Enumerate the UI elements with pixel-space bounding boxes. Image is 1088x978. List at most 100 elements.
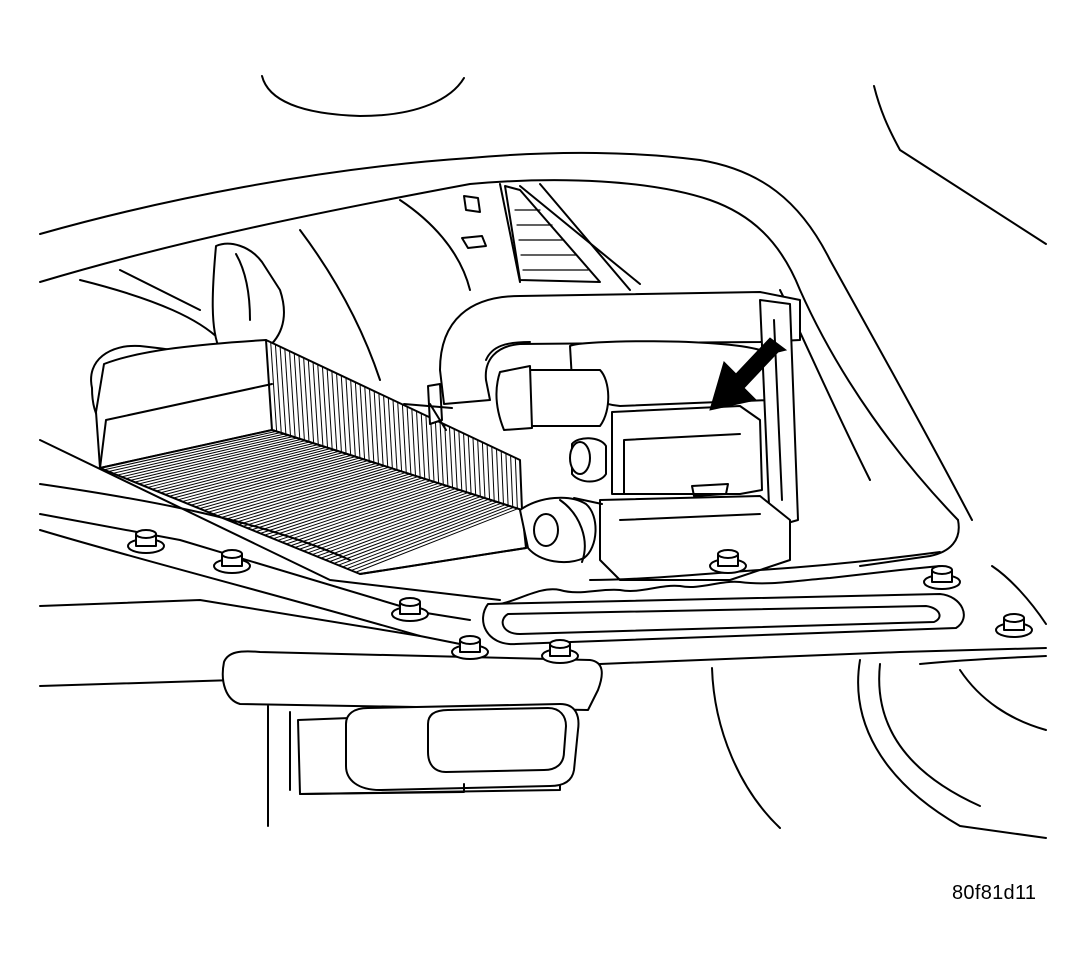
heater-core-fin xyxy=(478,440,481,497)
heater-core-fin xyxy=(271,342,277,431)
heater-core-fin xyxy=(384,396,388,467)
pipe-connector-end xyxy=(570,442,590,474)
arrow-pointer-icon xyxy=(710,338,786,410)
heater-core-fin xyxy=(286,487,451,544)
heater-pipe-lower xyxy=(523,370,609,426)
upper-cutout-outline xyxy=(262,76,464,116)
heater-core-fin xyxy=(431,418,434,482)
heater-core-fin xyxy=(332,371,337,451)
upper-housing-tab xyxy=(462,236,486,248)
lower-duct-top xyxy=(223,651,602,710)
floor-line-right-2 xyxy=(920,656,1046,664)
heater-core-fin xyxy=(130,439,301,480)
heater-core-fins-top xyxy=(271,342,518,508)
heater-core-fin xyxy=(169,451,338,496)
heater-core-fin xyxy=(200,461,368,509)
heater-core-fin xyxy=(459,431,462,491)
lower-plate-rib xyxy=(620,514,760,520)
heater-core-fin xyxy=(343,505,506,567)
right-body-contour xyxy=(874,86,1046,244)
heater-core-fin xyxy=(393,400,397,470)
heater-core-bottom-edge xyxy=(360,548,526,574)
housing-vent-detail xyxy=(505,186,600,282)
heater-core-fin xyxy=(482,442,485,498)
heater-core-fin xyxy=(117,435,288,475)
heater-core-fin xyxy=(308,494,472,553)
heater-core-fin xyxy=(195,459,363,507)
heater-core-fin xyxy=(275,344,281,433)
lower-housing-rim xyxy=(500,566,940,604)
heater-core-fin xyxy=(511,456,513,507)
heater-core-fin xyxy=(256,478,422,532)
floor-pan-edge-3 xyxy=(40,514,470,620)
heater-core-fin xyxy=(290,351,296,437)
heater-core-fin xyxy=(347,506,510,569)
housing-inner-line-3 xyxy=(520,186,640,284)
heater-core-fin xyxy=(379,393,383,465)
core-retainer-wire xyxy=(404,404,452,430)
heater-core-fin xyxy=(260,479,426,533)
heater-core-fin xyxy=(273,483,438,538)
housing-inner-line-4 xyxy=(540,184,630,290)
heater-core-fin xyxy=(346,378,351,455)
heater-core-fin xyxy=(492,447,494,501)
lower-housing-rim-2 xyxy=(590,552,940,580)
heater-core-fin xyxy=(468,436,471,494)
heater-core-fin xyxy=(445,424,448,486)
heater-core-fin xyxy=(143,443,313,485)
heater-core xyxy=(96,340,526,574)
left-bracket-inner xyxy=(236,254,250,320)
dash-panel-outer-edge xyxy=(40,153,972,520)
heater-core-fin xyxy=(126,438,297,479)
housing-inner-line-2 xyxy=(400,200,470,290)
housing-inner-line-5 xyxy=(80,280,220,340)
heater-core-fin xyxy=(122,437,293,477)
mounting-nut xyxy=(542,640,578,663)
heater-core-fin xyxy=(388,398,392,469)
heater-core-fin xyxy=(304,493,468,551)
heater-core-fin xyxy=(208,463,376,512)
heater-core-fin xyxy=(265,481,431,535)
heater-core-fin xyxy=(317,497,481,557)
heater-core-fin xyxy=(239,473,406,525)
heater-core-fin xyxy=(221,467,388,517)
right-lower-curve-inner xyxy=(879,664,980,806)
heater-core-fin xyxy=(449,427,452,488)
heater-core-fin xyxy=(269,482,435,537)
heater-core-fin xyxy=(327,369,332,449)
heater-core-fin xyxy=(506,453,508,505)
heater-core-fin xyxy=(280,347,286,435)
lower-duct-opening xyxy=(428,708,566,772)
heater-core-fin xyxy=(113,434,285,473)
heater-core-fin xyxy=(318,364,323,446)
heater-core-fin xyxy=(313,362,318,445)
heater-core-fin xyxy=(454,429,457,489)
heater-core-fin xyxy=(299,491,463,549)
heater-core-fin xyxy=(473,438,476,495)
mounting-nut xyxy=(214,550,250,573)
core-retainer-clip xyxy=(428,384,442,424)
heater-core-fin xyxy=(487,444,490,499)
lower-duct-bottom xyxy=(300,784,464,794)
heater-core-fin xyxy=(426,416,429,481)
heater-core-fin xyxy=(204,462,372,510)
heater-core-fin xyxy=(325,499,488,560)
heater-core-fin xyxy=(321,498,485,558)
heater-core-fin xyxy=(338,503,501,565)
heater-core-fin xyxy=(407,407,411,475)
heater-core-fin xyxy=(312,495,476,554)
heater-core-fin xyxy=(295,490,460,548)
floor-pan-edge-2 xyxy=(40,484,350,560)
heater-tube-loop-outer xyxy=(440,292,800,404)
heater-core-fin xyxy=(187,457,356,504)
heater-core-fin xyxy=(398,402,402,471)
center-lower-curve xyxy=(712,668,780,828)
pipe-flange-left xyxy=(497,366,532,430)
heater-core-fin xyxy=(282,486,447,542)
heater-core-fin xyxy=(252,477,418,530)
hose-clamp xyxy=(560,498,602,562)
heater-core-fin xyxy=(299,356,304,441)
heater-core-fin xyxy=(496,449,498,503)
heater-core-fin xyxy=(182,455,351,501)
